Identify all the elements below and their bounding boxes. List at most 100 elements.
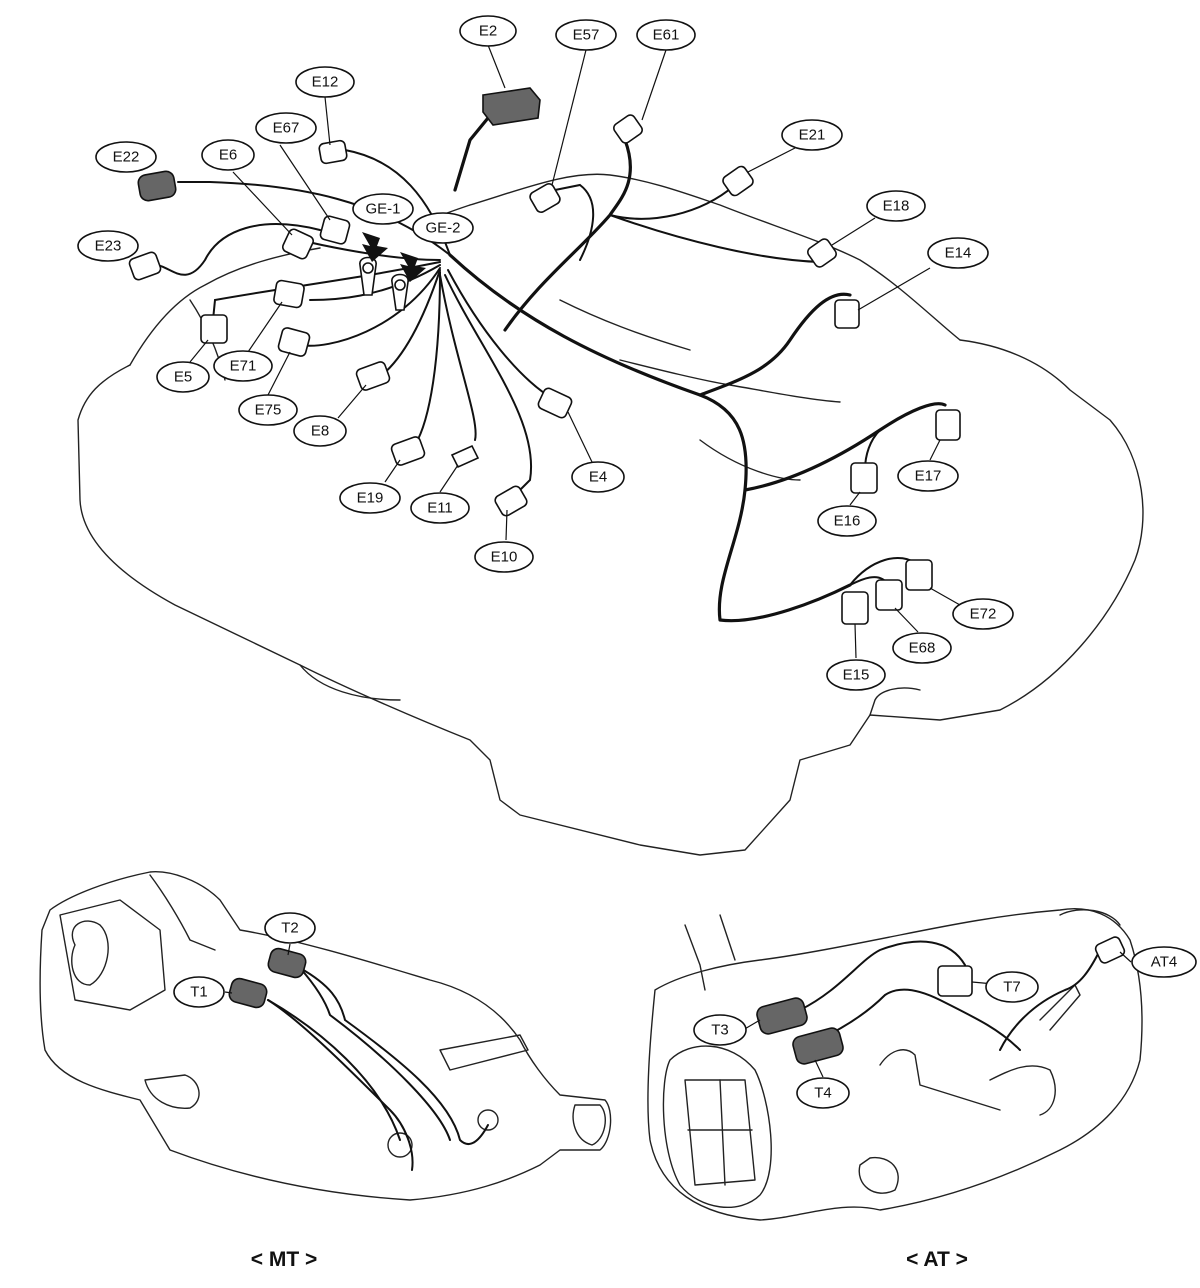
label-ge-1: GE-1 xyxy=(352,193,414,225)
connector-e67 xyxy=(319,215,351,245)
svg-text:E23: E23 xyxy=(95,238,122,255)
engine-connectors xyxy=(128,87,961,625)
connector-e8 xyxy=(355,361,391,391)
svg-text:E22: E22 xyxy=(113,149,140,166)
label-e6: E6 xyxy=(201,139,255,171)
svg-text:GE-2: GE-2 xyxy=(425,220,460,237)
label-e61: E61 xyxy=(636,19,696,51)
svg-text:E21: E21 xyxy=(799,127,826,144)
label-e15: E15 xyxy=(826,659,886,691)
connector-t3 xyxy=(756,997,808,1035)
connector-e14 xyxy=(834,299,860,329)
label-e71: E71 xyxy=(213,350,273,382)
svg-text:E72: E72 xyxy=(970,606,997,623)
connector-t7 xyxy=(937,965,973,997)
connector-e4 xyxy=(537,387,573,419)
label-t4: T4 xyxy=(796,1077,850,1109)
connector-e5 xyxy=(200,314,228,344)
label-e68: E68 xyxy=(892,632,952,664)
svg-text:T1: T1 xyxy=(190,984,208,1001)
svg-text:E4: E4 xyxy=(589,469,607,486)
svg-text:E2: E2 xyxy=(479,23,497,40)
svg-text:E16: E16 xyxy=(834,513,861,530)
label-e8: E8 xyxy=(293,415,347,447)
label-e75: E75 xyxy=(238,394,298,426)
connector-at4 xyxy=(1094,936,1126,964)
label-e2: E2 xyxy=(459,15,517,47)
engine-labels: E2 E57 E61 E12 E21 E22 E6 E67 GE-1 GE-2 … xyxy=(77,15,1014,691)
connector-e16 xyxy=(850,462,878,494)
svg-text:T7: T7 xyxy=(1003,979,1021,996)
svg-text:E10: E10 xyxy=(491,549,518,566)
mt-transmission: T2 T1 < MT > xyxy=(39,871,612,1271)
label-e4: E4 xyxy=(571,461,625,493)
label-t2: T2 xyxy=(264,912,316,944)
svg-text:E11: E11 xyxy=(427,500,453,517)
label-e5: E5 xyxy=(156,361,210,393)
engine-outline xyxy=(77,173,1144,856)
at-transmission: AT4 T7 T3 T4 < AT > xyxy=(647,908,1197,1271)
connector-e71 xyxy=(273,279,305,309)
svg-text:E17: E17 xyxy=(915,468,942,485)
label-e16: E16 xyxy=(817,505,877,537)
connector-t1 xyxy=(228,977,268,1009)
connector-e21 xyxy=(722,165,754,197)
label-e57: E57 xyxy=(555,19,617,51)
svg-text:E57: E57 xyxy=(573,27,600,44)
svg-text:E14: E14 xyxy=(945,245,972,262)
label-e14: E14 xyxy=(927,237,989,269)
svg-text:E15: E15 xyxy=(843,667,870,684)
svg-text:GE-1: GE-1 xyxy=(365,201,400,218)
svg-text:E6: E6 xyxy=(219,147,237,164)
label-e21: E21 xyxy=(781,119,843,151)
connector-t2 xyxy=(267,947,307,979)
svg-text:E75: E75 xyxy=(255,402,282,419)
label-e12: E12 xyxy=(295,66,355,98)
svg-text:T2: T2 xyxy=(281,920,299,937)
connector-e61 xyxy=(613,114,643,144)
label-e10: E10 xyxy=(474,541,534,573)
ground-terminal-ge-2 xyxy=(391,273,409,311)
connector-e6 xyxy=(281,228,315,260)
connector-e15 xyxy=(841,591,869,625)
leader-lines xyxy=(189,44,961,659)
svg-text:T4: T4 xyxy=(814,1085,832,1102)
svg-text:E71: E71 xyxy=(230,358,257,375)
connector-e19 xyxy=(390,436,426,466)
label-t1: T1 xyxy=(173,976,225,1008)
arrow-ge-1 xyxy=(362,232,388,262)
connector-e72 xyxy=(905,559,933,591)
label-e23: E23 xyxy=(77,230,139,262)
connector-e17 xyxy=(935,409,961,441)
label-e11: E11 xyxy=(410,492,470,524)
connector-e11 xyxy=(450,444,480,469)
connector-e12 xyxy=(318,139,348,165)
svg-text:AT4: AT4 xyxy=(1151,954,1177,971)
svg-text:E8: E8 xyxy=(311,423,329,440)
label-e18: E18 xyxy=(866,190,926,222)
at-caption: < AT > xyxy=(906,1248,968,1271)
svg-text:E12: E12 xyxy=(312,74,339,91)
connector-e75 xyxy=(277,327,311,357)
label-e67: E67 xyxy=(255,112,317,144)
label-at4: AT4 xyxy=(1131,946,1197,978)
label-e22: E22 xyxy=(95,141,157,173)
connector-e2 xyxy=(482,87,541,126)
connector-e23 xyxy=(128,251,162,281)
svg-text:E18: E18 xyxy=(883,198,910,215)
connector-e57 xyxy=(529,183,561,213)
svg-text:E67: E67 xyxy=(273,120,300,137)
label-e72: E72 xyxy=(952,598,1014,630)
svg-text:E68: E68 xyxy=(909,640,936,657)
svg-text:E5: E5 xyxy=(174,369,192,386)
svg-text:E19: E19 xyxy=(357,490,384,507)
label-t3: T3 xyxy=(693,1014,747,1046)
svg-text:E61: E61 xyxy=(653,27,680,44)
mt-caption: < MT > xyxy=(251,1248,318,1271)
connector-e10 xyxy=(494,485,528,517)
label-e17: E17 xyxy=(897,460,959,492)
svg-text:T3: T3 xyxy=(711,1022,729,1039)
connector-e22 xyxy=(137,170,177,202)
label-t7: T7 xyxy=(985,971,1039,1003)
